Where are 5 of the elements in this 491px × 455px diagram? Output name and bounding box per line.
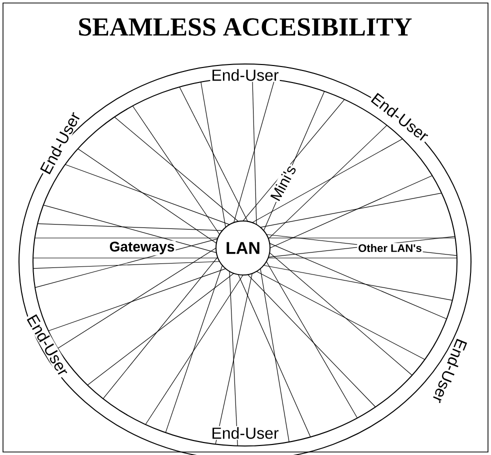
wheel-label: Other LAN's (357, 242, 423, 254)
wheel-label: Gateways (108, 240, 176, 256)
title: SEAMLESS ACCESIBILITY (79, 18, 412, 36)
wheel-label: End-User (210, 426, 280, 440)
wheel-label: End-User (210, 68, 280, 82)
